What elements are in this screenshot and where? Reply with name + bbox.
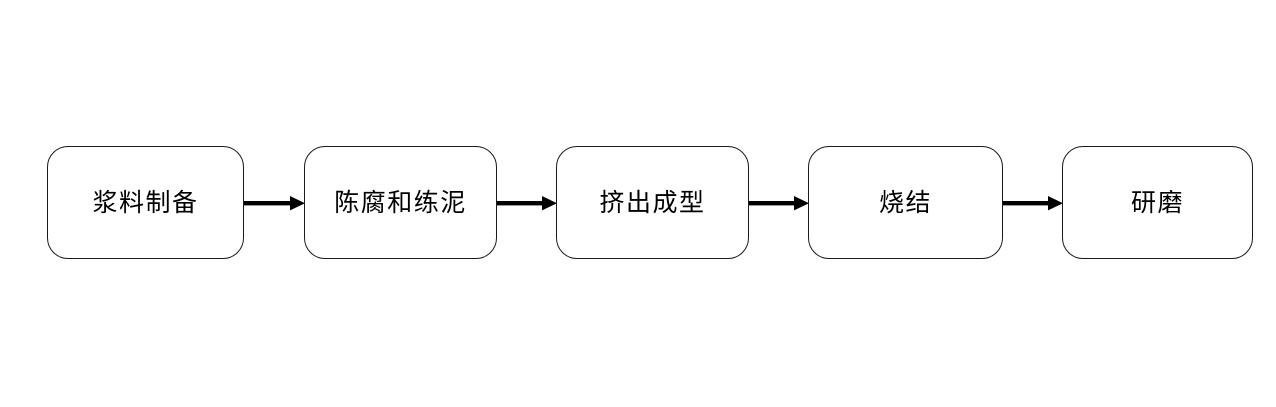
process-node-1-label: 浆料制备 [92,188,199,217]
process-node-4[interactable]: 烧结 [808,146,1003,259]
flow-arrow-right-icon-3 [749,196,809,211]
process-node-3[interactable]: 挤出成型 [556,146,749,259]
flow-arrow-right-icon-4 [1003,196,1063,211]
flow-arrow-right-icon-2 [497,196,557,211]
flow-arrow-right-icon-1 [244,196,305,211]
process-node-5-label: 研磨 [1130,188,1184,217]
process-node-4-label: 烧结 [878,188,932,217]
process-flow-row: 浆料制备 陈腐和练泥 挤出成型 烧结 [0,146,1276,261]
process-node-2-label: 陈腐和练泥 [334,188,467,217]
process-node-2[interactable]: 陈腐和练泥 [304,146,497,259]
process-node-1[interactable]: 浆料制备 [47,146,244,259]
process-node-5[interactable]: 研磨 [1062,146,1253,259]
process-node-3-label: 挤出成型 [599,188,706,217]
